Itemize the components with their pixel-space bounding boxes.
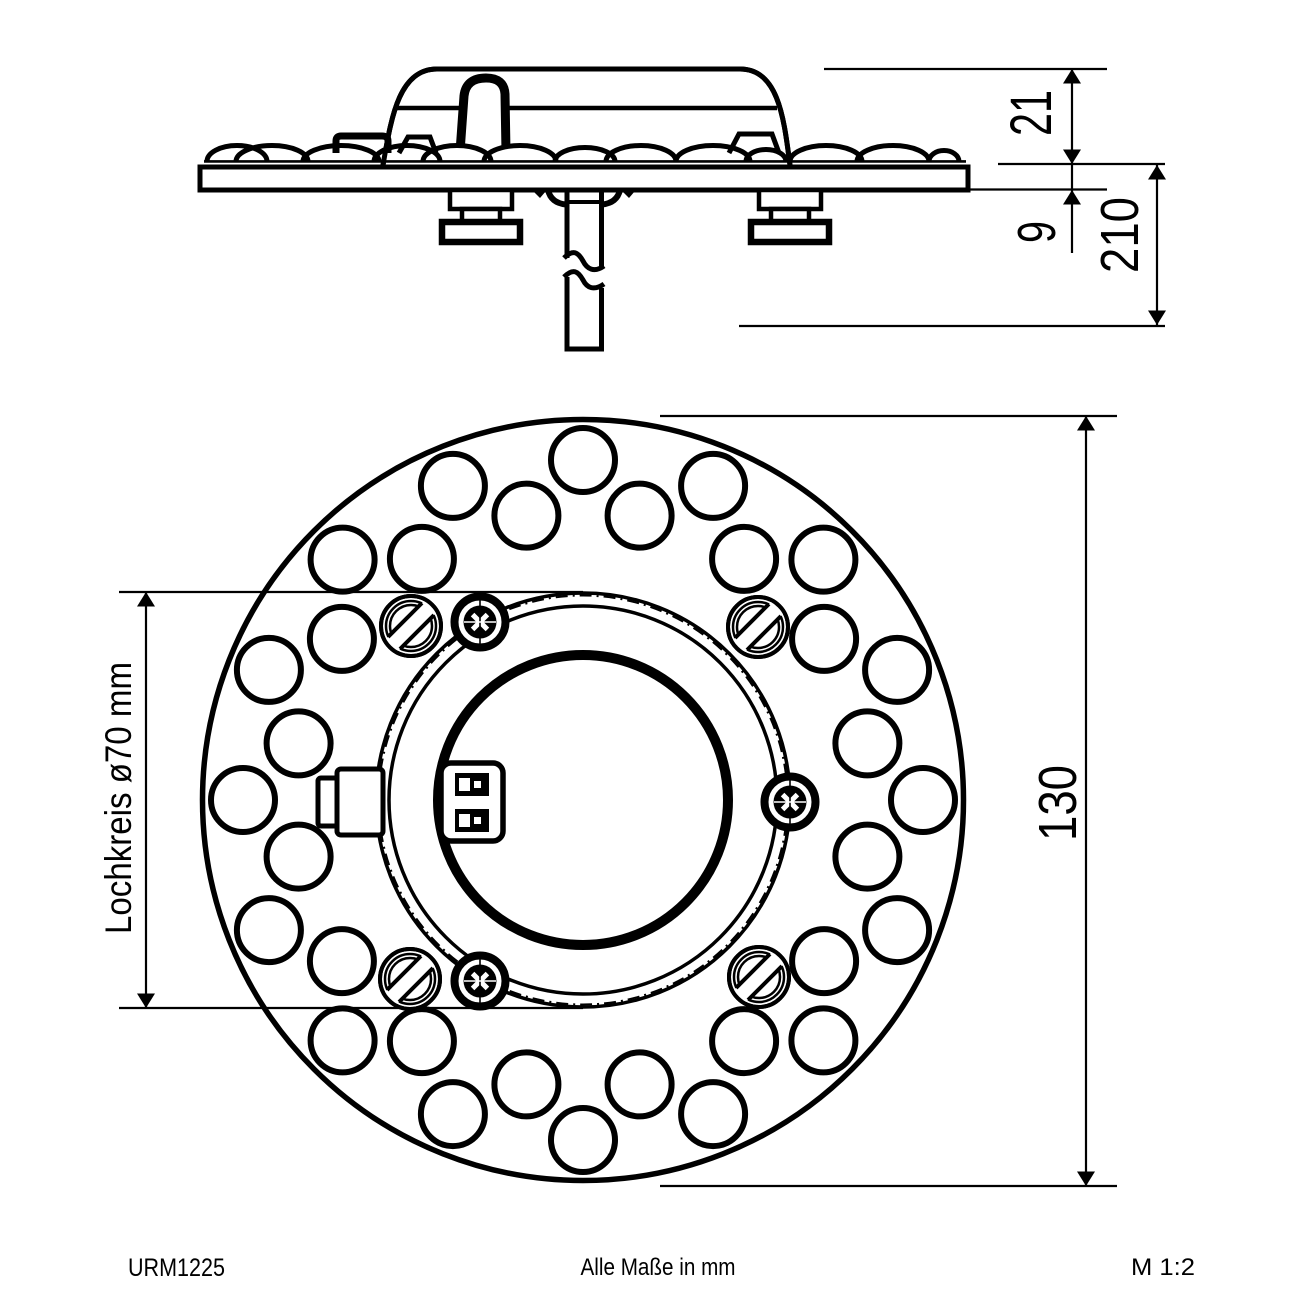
svg-text:130: 130 [1028,765,1088,841]
svg-text:210: 210 [1090,197,1150,273]
svg-text:21: 21 [999,90,1064,136]
svg-text:Alle Maße in mm: Alle Maße in mm [581,1254,736,1281]
svg-text:Lochkreis ø70 mm: Lochkreis ø70 mm [97,662,139,934]
svg-text:9: 9 [1007,221,1067,243]
svg-text:M 1:2: M 1:2 [1131,1254,1195,1281]
svg-text:URM1225: URM1225 [128,1254,225,1282]
